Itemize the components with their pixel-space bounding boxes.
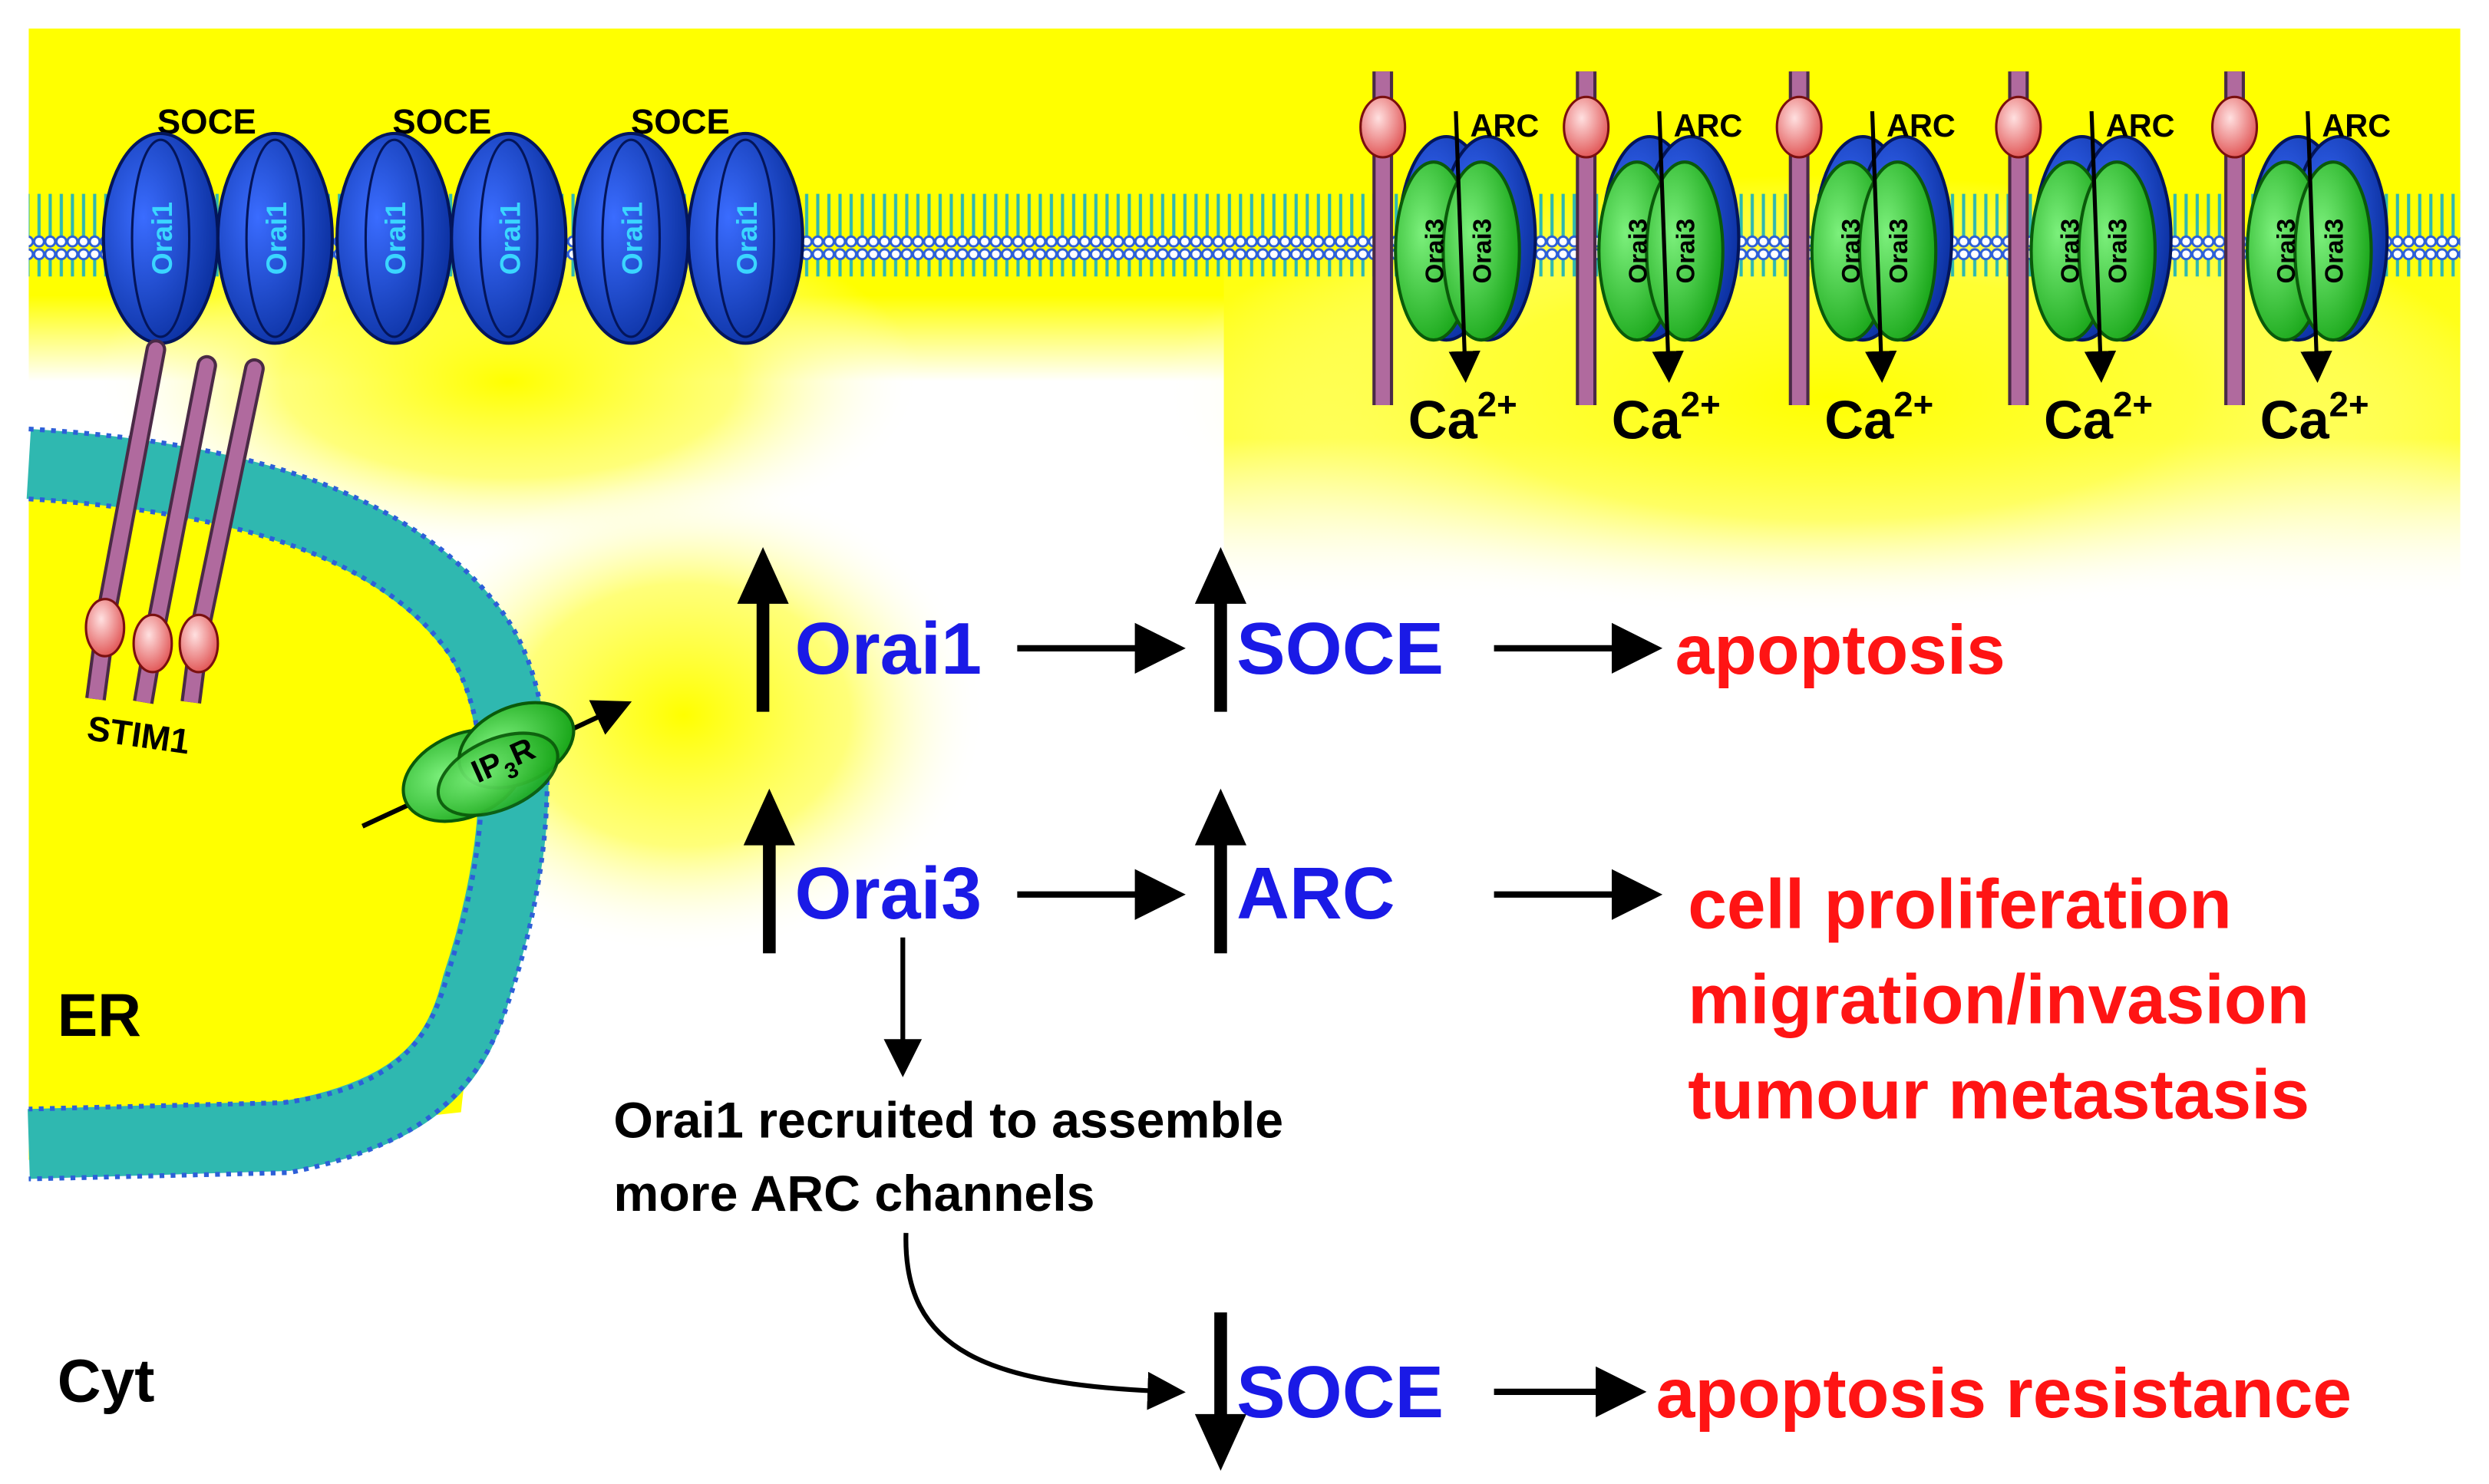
ca-label: Ca2+ [1408, 385, 1517, 450]
arc-label: ARC [2106, 108, 2175, 143]
arc-channel: Orai3 Orai3 ARC Ca2+ [2210, 71, 2391, 450]
stim1-proteins: STIM1 [84, 339, 265, 761]
soce-label: SOCE [631, 102, 730, 141]
pathway-row-orai1: Orai1 SOCE apoptosis [737, 546, 2005, 712]
orai3-label: Orai3 [1624, 219, 1652, 284]
ca-label: Ca2+ [2260, 385, 2369, 450]
ca-label: Ca2+ [1824, 385, 1933, 450]
orai3-node: Orai3 [795, 853, 982, 935]
orai3-label: Orai3 [1468, 219, 1497, 284]
orai3-label: Orai3 [2320, 219, 2349, 284]
soce-node: SOCE [1236, 1352, 1444, 1433]
orai1-label: Orai1 [146, 202, 178, 275]
ca-sup: 2+ [1477, 385, 1517, 424]
pathway-row-soce-down: SOCE apoptosis resistance [1194, 1312, 2352, 1471]
pathway-row-orai3: Orai3 ARC cell proliferation migration/i… [743, 788, 2309, 1134]
orai1-node: Orai1 [795, 608, 982, 690]
orai1-channel: Orai1 [686, 131, 804, 345]
arc-label: ARC [1887, 108, 1956, 143]
note-line: Orai1 recruited to assemble [613, 1093, 1283, 1149]
orai1-label: Orai1 [616, 202, 649, 275]
ca-base: Ca [2260, 390, 2330, 450]
ca-base: Ca [1408, 390, 1478, 450]
ca-sup: 2+ [2329, 385, 2369, 424]
ca-base: Ca [2044, 390, 2114, 450]
ca-sup: 2+ [2113, 385, 2153, 424]
up-arrow-icon [743, 788, 795, 954]
ip3r-channel: IP3R [361, 700, 632, 829]
up-arrow-icon [737, 546, 789, 712]
arc-node: ARC [1236, 853, 1395, 935]
curved-arrow [903, 1232, 1186, 1410]
ca-label: Ca2+ [2044, 385, 2153, 450]
orai3-label: Orai3 [1421, 219, 1449, 284]
ca-base: Ca [1824, 390, 1894, 450]
proliferation-outcome: cell proliferation [1688, 866, 2232, 943]
arc-channel: Orai3 Orai3 ARC Ca2+ [1563, 71, 1743, 450]
arc-label: ARC [1471, 108, 1540, 143]
down-arrow-icon [1194, 1312, 1247, 1471]
arc-channels: Orai3 Orai3 ARC Ca2+ Orai3 Orai3 ARC Ca2… [1359, 71, 2391, 450]
soce-label: SOCE [392, 102, 491, 141]
note-line: more ARC channels [613, 1166, 1094, 1222]
arc-channel: Orai3 Orai3 ARC Ca2+ [1359, 71, 1540, 450]
arc-label: ARC [1674, 108, 1743, 143]
orai1-label: Orai1 [731, 202, 763, 275]
orai1-channels: Orai1 Orai1 Orai1 Orai1 Orai1 Orai1 [101, 131, 804, 345]
up-arrow-icon [1194, 788, 1247, 954]
orai3-label: Orai3 [2104, 219, 2133, 284]
orai1-channel: Orai1 [450, 131, 568, 345]
orai1-channel: Orai1 [101, 131, 220, 345]
up-arrow-icon [1194, 546, 1247, 712]
ca-label: Ca2+ [1612, 385, 1721, 450]
orai3-label: Orai3 [1837, 219, 1866, 284]
arc-channel: Orai3 Orai3 ARC Ca2+ [1775, 71, 1956, 450]
orai1-channel: Orai1 [572, 131, 690, 345]
apoptosis-outcome: apoptosis [1675, 612, 2005, 689]
orai3-label: Orai3 [1672, 219, 1700, 284]
orai1-channel: Orai1 [216, 131, 335, 345]
orai3-label: Orai3 [1885, 219, 1913, 284]
soce-node: SOCE [1236, 608, 1444, 690]
apoptosis-resistance-outcome: apoptosis resistance [1656, 1355, 2352, 1433]
orai1-label: Orai1 [494, 202, 526, 275]
orai3-label: Orai3 [2057, 219, 2085, 284]
migration-outcome: migration/invasion [1688, 961, 2309, 1039]
metastasis-outcome: tumour metastasis [1688, 1057, 2309, 1134]
arc-label: ARC [2322, 108, 2391, 143]
ca-base: Ca [1612, 390, 1682, 450]
orai1-label: Orai1 [379, 202, 411, 275]
ca-sup: 2+ [1893, 385, 1933, 424]
orai3-label: Orai3 [2273, 219, 2301, 284]
ca-sup: 2+ [1681, 385, 1721, 424]
cyt-label: Cyt [58, 1347, 155, 1414]
arc-channel: Orai3 Orai3 ARC Ca2+ [1995, 71, 2175, 450]
orai1-channel: Orai1 [335, 131, 454, 345]
recruitment-note: Orai1 recruited to assemble more ARC cha… [613, 1093, 1283, 1410]
orai1-label: Orai1 [260, 202, 292, 275]
er-label: ER [58, 981, 141, 1049]
